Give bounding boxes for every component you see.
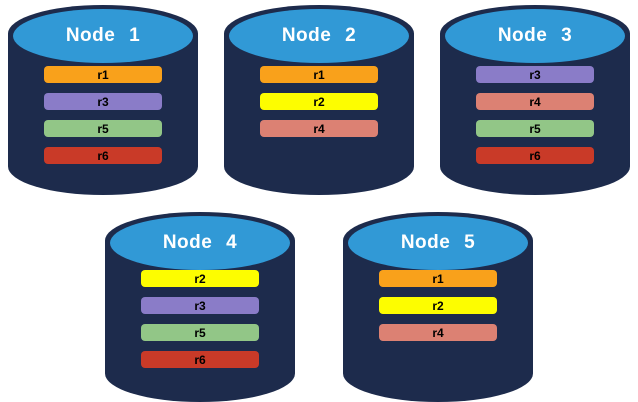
node-5-cylinder: Node 5 r1 r2 r4 — [343, 212, 533, 402]
replica-bar-r3: r3 — [476, 66, 594, 83]
replica-bar-r5: r5 — [44, 120, 162, 137]
node-3-cylinder: Node 3 r3 r4 r5 r6 — [440, 5, 630, 195]
replica-bar-r6: r6 — [476, 147, 594, 164]
node-1-cylinder: Node 1 r1 r3 r5 r6 — [8, 5, 198, 195]
node-2-cylinder-cap: Node 2 — [229, 9, 409, 63]
replica-bar-r2: r2 — [379, 297, 497, 314]
top-node-row: Node 1 r1 r3 r5 r6 Node 2 r1 r2 r4 N — [8, 5, 630, 195]
replica-bar-r1: r1 — [379, 270, 497, 287]
node-4-replica-list: r2 r3 r5 r6 — [105, 270, 295, 368]
node-5-title: Node 5 — [400, 232, 476, 253]
node-3-title: Node 3 — [497, 25, 573, 46]
node-5-cylinder-cap: Node 5 — [348, 216, 528, 270]
replica-bar-r2: r2 — [260, 93, 378, 110]
node-3-cylinder-cap: Node 3 — [445, 9, 625, 63]
node-2-replica-list: r1 r2 r4 — [224, 66, 414, 137]
replica-bar-r5: r5 — [476, 120, 594, 137]
node-5-replica-list: r1 r2 r4 — [343, 270, 533, 341]
replica-bar-r4: r4 — [260, 120, 378, 137]
replica-bar-r3: r3 — [44, 93, 162, 110]
node-3-replica-list: r3 r4 r5 r6 — [440, 66, 630, 164]
replica-bar-r5: r5 — [141, 324, 259, 341]
replica-bar-r1: r1 — [260, 66, 378, 83]
replica-bar-r2: r2 — [141, 270, 259, 287]
node-2-title: Node 2 — [281, 25, 357, 46]
node-4-cylinder-cap: Node 4 — [110, 216, 290, 270]
replica-bar-r3: r3 — [141, 297, 259, 314]
replica-bar-r4: r4 — [379, 324, 497, 341]
bottom-node-row: Node 4 r2 r3 r5 r6 Node 5 r1 r2 r4 — [0, 212, 638, 402]
replica-bar-r6: r6 — [44, 147, 162, 164]
node-1-replica-list: r1 r3 r5 r6 — [8, 66, 198, 164]
node-4-cylinder: Node 4 r2 r3 r5 r6 — [105, 212, 295, 402]
replica-bar-r1: r1 — [44, 66, 162, 83]
node-1-title: Node 1 — [65, 25, 141, 46]
replica-bar-r6: r6 — [141, 351, 259, 368]
node-1-cylinder-cap: Node 1 — [13, 9, 193, 63]
node-2-cylinder: Node 2 r1 r2 r4 — [224, 5, 414, 195]
replica-bar-r4: r4 — [476, 93, 594, 110]
node-4-title: Node 4 — [162, 232, 238, 253]
